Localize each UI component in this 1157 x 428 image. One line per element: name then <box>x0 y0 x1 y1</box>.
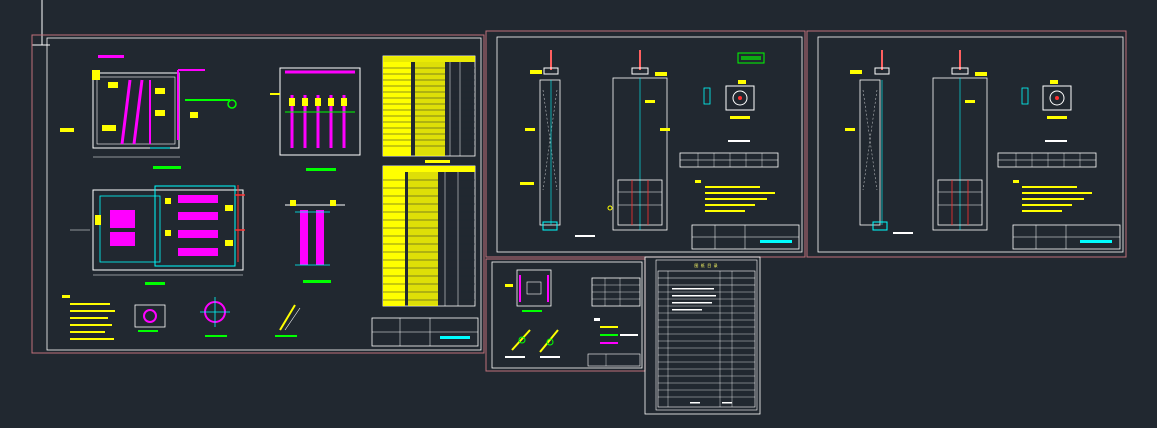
gate-notes[interactable] <box>1013 180 1092 212</box>
gate-notes[interactable] <box>695 180 775 212</box>
detail-frame-drawing[interactable] <box>505 269 552 312</box>
title-block[interactable] <box>587 353 641 367</box>
sheet-4[interactable] <box>485 258 646 372</box>
detail-1-drawing[interactable] <box>134 304 166 332</box>
legend-block[interactable] <box>594 318 638 344</box>
notes-block[interactable] <box>62 295 115 340</box>
section-a-a-drawing[interactable] <box>60 55 237 169</box>
gate-param-table[interactable] <box>997 152 1097 168</box>
hoist-detail[interactable] <box>1021 80 1072 142</box>
gate-shaft-left[interactable] <box>520 50 595 237</box>
equipment-table[interactable] <box>382 55 476 157</box>
detail-2-drawing[interactable] <box>200 297 230 337</box>
detail-fitting-1[interactable] <box>505 329 531 358</box>
title-block[interactable] <box>691 224 800 250</box>
sheet-2[interactable] <box>485 30 806 258</box>
index-title: 图 纸 目 录 <box>694 262 717 268</box>
detail-table[interactable] <box>591 277 641 307</box>
drawing-index-table[interactable] <box>657 270 756 408</box>
title-block[interactable] <box>371 317 479 347</box>
plan-view-drawing[interactable] <box>70 185 245 285</box>
detail-fitting-2[interactable] <box>539 329 560 358</box>
section-b-b-drawing[interactable] <box>270 67 361 171</box>
hoist-detail[interactable] <box>703 52 765 142</box>
gate-elevation-center[interactable] <box>932 50 988 231</box>
section-c-c-drawing[interactable] <box>285 200 345 283</box>
gate-elevation-center[interactable] <box>607 50 670 231</box>
gate-param-table[interactable] <box>679 152 779 168</box>
sheet-3[interactable] <box>806 30 1127 258</box>
title-block[interactable] <box>1012 224 1121 250</box>
sheet-5[interactable]: 图 纸 目 录 <box>644 256 761 415</box>
materials-table[interactable] <box>382 160 476 307</box>
gate-shaft-left[interactable] <box>845 50 913 234</box>
detail-3-drawing[interactable] <box>275 304 301 337</box>
sheet-1[interactable] <box>31 34 485 354</box>
